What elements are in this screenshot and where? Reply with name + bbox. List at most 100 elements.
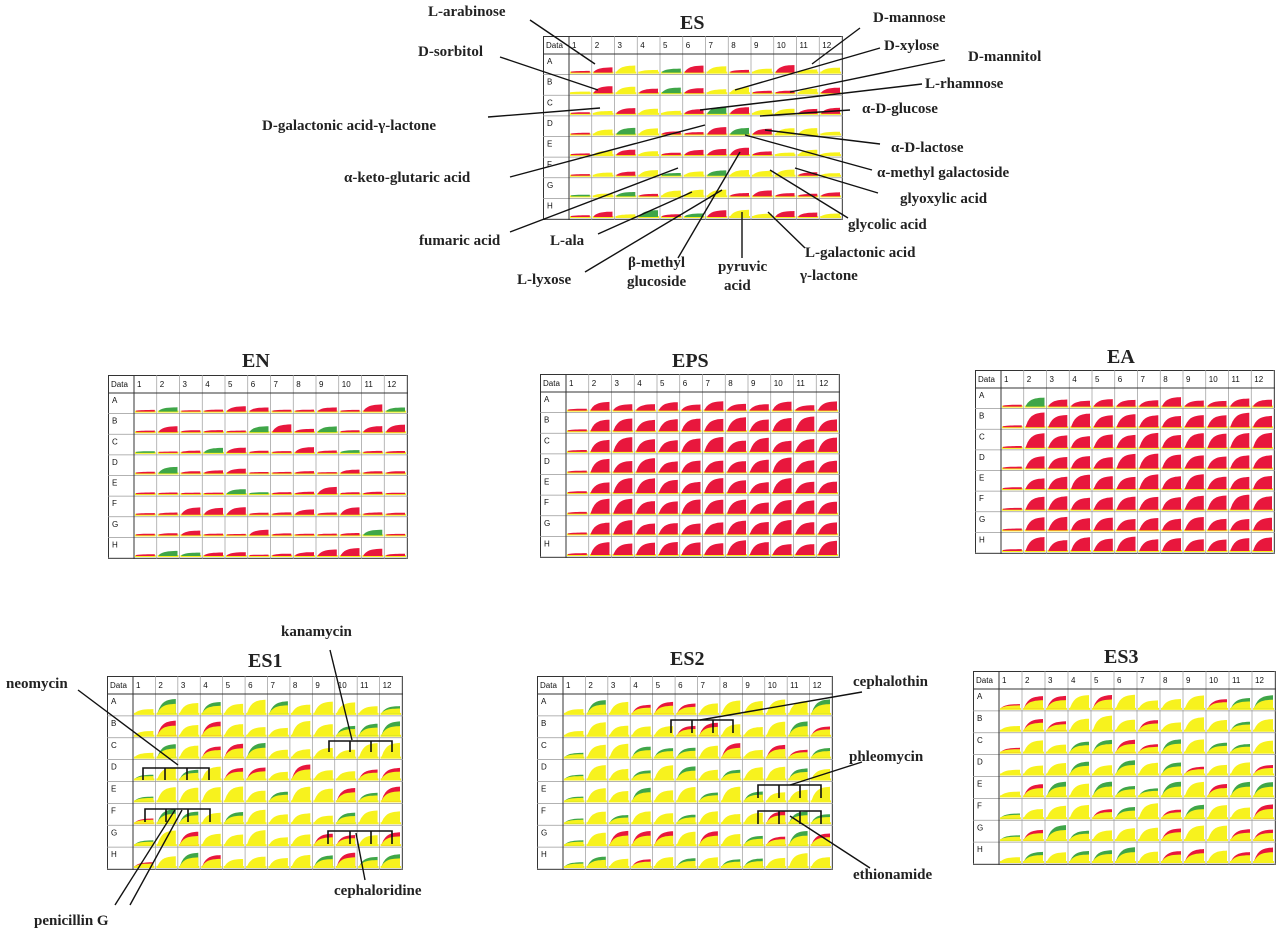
well-H2 <box>1024 537 1046 552</box>
well-B3 <box>180 430 202 434</box>
row-label-E: E <box>977 780 982 789</box>
well-D4 <box>635 458 656 474</box>
well-A7 <box>271 409 293 413</box>
well-B10 <box>1207 720 1228 732</box>
well-D4 <box>201 766 222 781</box>
well-E2 <box>586 788 607 803</box>
well-D12 <box>817 460 838 474</box>
leader-penicillin-g-a <box>114 809 176 906</box>
well-E8 <box>1161 476 1182 491</box>
column-label-10: 10 <box>338 681 347 690</box>
well-B12 <box>820 87 841 95</box>
well-A12 <box>810 699 831 715</box>
well-A7 <box>706 66 728 74</box>
well-G4 <box>638 193 659 198</box>
well-G11 <box>794 522 816 536</box>
well-A4 <box>638 69 659 74</box>
well-E5 <box>226 489 247 496</box>
well-D7 <box>1138 762 1159 776</box>
well-F6 <box>1115 807 1136 820</box>
well-E2 <box>1024 478 1046 491</box>
well-A1 <box>135 409 156 413</box>
well-G2 <box>1023 829 1044 842</box>
leader-d-galactonic <box>487 107 601 118</box>
bracket-ethionamide <box>757 810 822 824</box>
row-label-B: B <box>544 416 549 425</box>
well-B7 <box>703 418 725 433</box>
row-label-G: G <box>979 515 985 524</box>
well-E4 <box>203 492 224 496</box>
well-D9 <box>1184 455 1205 470</box>
well-F8 <box>294 509 315 516</box>
well-F11 <box>794 500 816 515</box>
well-E5 <box>223 786 245 803</box>
well-F3 <box>178 811 200 825</box>
well-B1 <box>567 429 588 433</box>
leader-d-mannose <box>811 27 861 65</box>
well-G8 <box>720 834 742 847</box>
row-label-B: B <box>977 714 982 723</box>
well-C7 <box>1138 744 1159 754</box>
well-F7 <box>703 499 725 515</box>
well-C3 <box>615 108 637 115</box>
row-label-D: D <box>544 457 550 466</box>
column-label-1: 1 <box>1004 375 1009 384</box>
well-G8 <box>729 193 750 198</box>
well-F3 <box>612 498 634 515</box>
column-label-8: 8 <box>723 681 728 690</box>
well-B2 <box>1024 412 1046 429</box>
row-label-A: A <box>541 697 547 706</box>
well-A12 <box>380 706 401 715</box>
well-G6 <box>1115 828 1136 842</box>
well-E3 <box>608 791 630 803</box>
well-H5 <box>223 859 245 868</box>
well-H1 <box>1002 549 1023 552</box>
well-E10 <box>339 492 361 496</box>
plate-header-data: Data <box>978 375 995 384</box>
label-l-arabinose: L-arabinose <box>428 4 506 20</box>
well-F12 <box>820 173 841 177</box>
well-F5 <box>661 173 682 177</box>
row-label-H: H <box>541 850 547 859</box>
column-label-9: 9 <box>745 681 750 690</box>
well-D9 <box>1184 766 1205 776</box>
well-F12 <box>817 501 838 515</box>
well-G5 <box>658 523 679 536</box>
well-H8 <box>729 209 750 218</box>
column-label-7: 7 <box>1141 375 1146 384</box>
well-G10 <box>1207 825 1228 842</box>
well-A5 <box>1092 695 1113 710</box>
well-E2 <box>589 482 611 495</box>
well-F9 <box>313 815 334 825</box>
well-H6 <box>248 554 270 557</box>
well-A8 <box>1161 699 1182 710</box>
well-F4 <box>201 812 222 825</box>
well-H3 <box>612 543 634 556</box>
well-C1 <box>1002 446 1023 449</box>
well-H2 <box>589 542 611 556</box>
well-H4 <box>635 542 656 556</box>
well-D5 <box>223 767 245 781</box>
well-B4 <box>631 726 652 737</box>
well-D10 <box>765 766 787 781</box>
well-C2 <box>157 451 179 454</box>
well-C11 <box>794 439 816 453</box>
well-F6 <box>1115 496 1137 511</box>
well-B5 <box>653 726 675 737</box>
well-H3 <box>180 552 202 557</box>
well-G10 <box>339 533 361 537</box>
row-label-E: E <box>547 140 552 149</box>
well-B4 <box>203 430 224 434</box>
well-F11 <box>1229 494 1251 511</box>
well-H10 <box>771 544 793 556</box>
leader-l-lyxose <box>584 189 723 273</box>
well-G10 <box>774 193 796 198</box>
well-C2 <box>592 111 614 115</box>
well-C12 <box>1253 740 1274 754</box>
well-C2 <box>589 439 611 453</box>
column-label-9: 9 <box>751 379 756 388</box>
well-A5 <box>1093 399 1114 408</box>
well-C6 <box>1115 739 1136 754</box>
